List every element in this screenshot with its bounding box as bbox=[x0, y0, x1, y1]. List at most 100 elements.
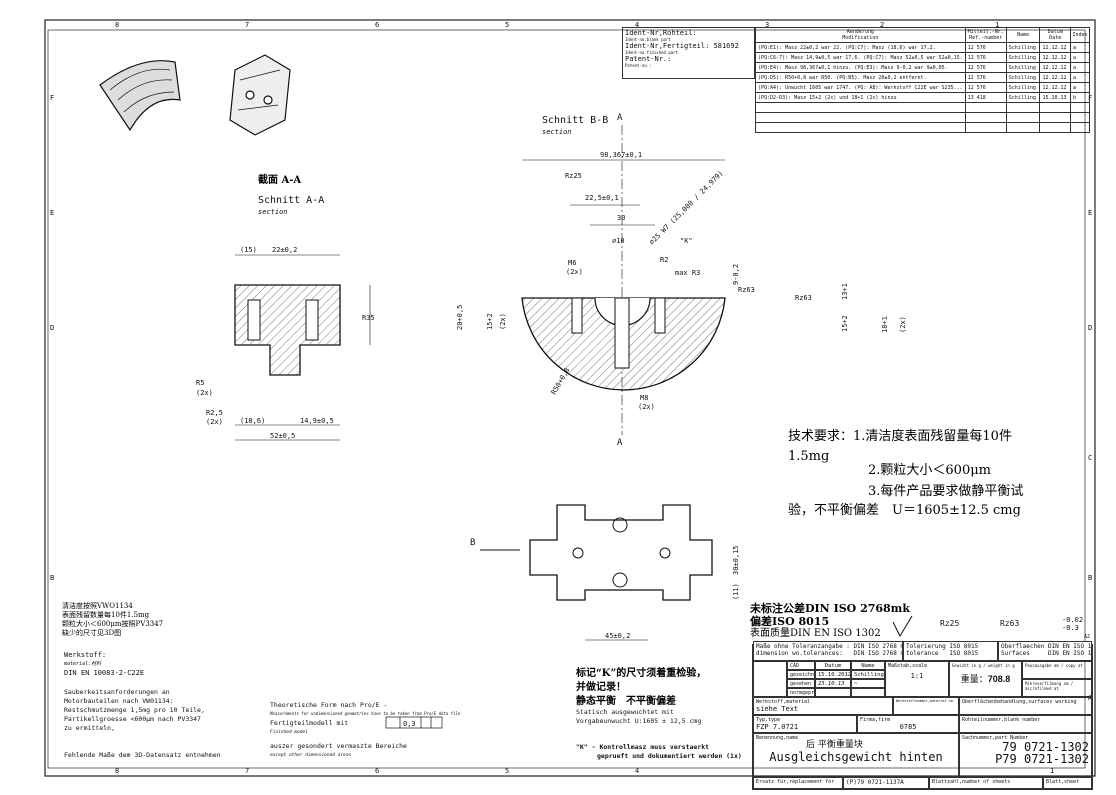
material-label: Werkstoff,material bbox=[756, 699, 811, 705]
rev-date: 12.12.12 bbox=[1039, 62, 1072, 73]
header-date: Datum bbox=[1047, 29, 1063, 35]
profile-tolerance-value: 0,3 bbox=[403, 720, 416, 728]
col-label: 8 bbox=[115, 21, 119, 29]
note-line: Vorgabeunwucht U:1605 ± 12,5 cmg bbox=[576, 717, 701, 725]
cut-label-a-bottom: A bbox=[617, 438, 623, 448]
replacement-label: Ersatz für,replacement for bbox=[753, 777, 843, 789]
note-line: Fertigteilmodell mit bbox=[270, 719, 348, 727]
dim-label: 15+2 bbox=[841, 315, 849, 332]
rev-date: 12.12.12 bbox=[1039, 82, 1072, 93]
rev-index: b bbox=[1070, 92, 1090, 103]
rev-date: 12.12.12 bbox=[1039, 52, 1072, 63]
dim-label: (2x) bbox=[899, 316, 907, 333]
row-label: B bbox=[50, 574, 54, 582]
dim-label: 13+1 bbox=[841, 283, 849, 300]
scale-label: Maßstab,scale bbox=[888, 663, 928, 669]
surface-label: Oberflächenbehandlung,surfaces working bbox=[959, 697, 1092, 715]
note-line: Motorbauteilen nach VW01134: bbox=[64, 697, 174, 705]
col-label: 3 bbox=[765, 21, 769, 29]
surf-de: Oberflaechen DIN EN ISO 1302 bbox=[1001, 643, 1092, 650]
rev-change: (PQ:A4): Unwucht 1605 war 1747. (PQ: A8)… bbox=[755, 82, 966, 93]
rev-name: Schilling bbox=[1005, 82, 1041, 93]
section-bb-sub: section bbox=[542, 128, 572, 136]
dim-label: R35 bbox=[362, 314, 375, 322]
dim-label: (18,6) bbox=[240, 417, 265, 425]
blank-label: Rohteilnummer,blank number bbox=[959, 715, 1092, 733]
revision-row: (PQ:A4): Unwucht 1605 war 1747. (PQ: A8)… bbox=[755, 82, 1090, 93]
dim-label: (2x) bbox=[638, 403, 655, 411]
title-block: Maße ohne Toleranzangabe : DIN ISO 2768 … bbox=[752, 641, 1093, 790]
revision-row-empty bbox=[755, 102, 1090, 113]
dim-label: (2x) bbox=[499, 313, 507, 330]
row-label: D bbox=[50, 324, 54, 332]
rev-date: 15.10.13 bbox=[1039, 92, 1072, 103]
revision-row-empty bbox=[755, 112, 1090, 123]
revision-row: (PQ:D5): R50+0,8 war R50. (PQ:B5). Masz … bbox=[755, 72, 1090, 83]
matno-label: Werkstoffnummer,material no. bbox=[893, 697, 959, 715]
designation-cn: 后 平衡重量块 bbox=[806, 740, 863, 750]
note-cn: 标记“K”的尺寸须着重检验， bbox=[575, 666, 706, 679]
column-ruler: 8 7 6 5 4 3 2 1 8 7 6 5 4 1 bbox=[115, 21, 1054, 775]
col-label: 7 bbox=[245, 767, 249, 775]
revision-row: (PQ:D2-D3): Masz 15+2 (2x) und 18+1 (2x)… bbox=[755, 92, 1090, 103]
tech-req-line: 技术要求：1.清洁度表面残留量每10件 bbox=[788, 428, 1012, 444]
rev-index: a bbox=[1070, 62, 1090, 73]
header-change-sub: Modification bbox=[842, 35, 879, 41]
ident-fertigteil-label: Ident-Nr,Fertigteil: bbox=[625, 42, 710, 50]
surf-en: Surfaces DIN EN ISO 1302 bbox=[1001, 650, 1092, 657]
ident-fertigteil-value: 581692 bbox=[713, 42, 739, 50]
dim-label: R5 bbox=[196, 379, 204, 387]
edge-tol-bottom: -0.3 bbox=[1062, 624, 1079, 632]
rev-index: a bbox=[1070, 42, 1090, 53]
dim-label: (2x) bbox=[206, 418, 223, 426]
rz63-label: Rz63 bbox=[1000, 619, 1019, 628]
header-index: Index bbox=[1070, 27, 1090, 43]
zone-label: A2 bbox=[1084, 634, 1090, 640]
material-value: siehe Text bbox=[756, 705, 799, 713]
tol-line: 偏差ISO 8015 bbox=[750, 614, 829, 628]
row-label: B bbox=[1088, 574, 1092, 582]
rev-name: Schilling bbox=[1005, 92, 1041, 103]
note-line: Statisch ausgewuchtet mit bbox=[576, 708, 674, 716]
scale-value: 1:1 bbox=[910, 672, 924, 680]
dim-label: 98,367±0,1 bbox=[600, 151, 642, 159]
note-cn: 静态平衡 不平衡偏差 bbox=[576, 694, 676, 707]
sheet-label: Blatt,sheet bbox=[1043, 777, 1092, 789]
dim-label: 22±0,2 bbox=[272, 246, 297, 254]
section-aa-title-cn: 截面 A-A bbox=[258, 173, 301, 186]
note-cn: 缺少的尺寸见3D图 bbox=[62, 628, 121, 637]
dim-label: 45±0,2 bbox=[605, 632, 630, 640]
note-line: Restschmutzmenge 1,5mg pro 10 Teile, bbox=[64, 706, 205, 714]
note-cn: 表面残留数量每10件1.5mg bbox=[62, 610, 150, 619]
note-line: Measurements for undimensioned geometrie… bbox=[269, 711, 461, 716]
date-header: Datum bbox=[815, 661, 851, 670]
tol-de: Tolerierung ISO 8015 bbox=[906, 643, 979, 650]
part-number-1: 79 0721-1302 bbox=[1002, 740, 1089, 754]
rev-ref: 12 576 bbox=[964, 52, 1007, 63]
rev-name: Schilling bbox=[1005, 52, 1041, 63]
row-label: E bbox=[1088, 209, 1092, 217]
rev-index: a bbox=[1070, 52, 1090, 63]
copy-label: Pausausgabe am / copy at bbox=[1022, 661, 1092, 679]
row-ruler: F E D C B A F E D B bbox=[50, 94, 1093, 702]
revision-row: (PQ:E4): Masz 98,367±0,1 hinzu. (PQ:E3):… bbox=[755, 62, 1090, 73]
tech-req-line: 2.颗粒大小＜600μm bbox=[868, 463, 991, 478]
ident-fertigteil-sub: Ident-no.finished part bbox=[625, 50, 678, 55]
rev-change: (PQ:D2-D3): Masz 15+2 (2x) und 18+1 (2x)… bbox=[755, 92, 966, 103]
left-notes: 清洁度按照VWO1134 表面残留数量每10件1.5mg 颗粒大小＜600μm按… bbox=[62, 601, 221, 759]
col-label: 4 bbox=[635, 21, 639, 29]
cad-label: CAD ProE bbox=[787, 661, 815, 670]
header-ref-sub: Ref.-number bbox=[969, 35, 1003, 41]
row-label: A bbox=[1088, 694, 1093, 702]
note-cn: 清洁度按照VWO1134 bbox=[62, 601, 133, 610]
dim-label: Rz63 bbox=[795, 294, 812, 302]
iso-view-3d bbox=[99, 54, 291, 136]
view-b: B 30±0,15 (11) 45±0,2 bbox=[470, 504, 740, 641]
rev-ref: 12 576 bbox=[964, 42, 1007, 53]
drawn-label: gezeichnet bbox=[787, 670, 815, 679]
row-label: F bbox=[50, 94, 54, 102]
dim-label: Rz63 bbox=[738, 286, 755, 294]
